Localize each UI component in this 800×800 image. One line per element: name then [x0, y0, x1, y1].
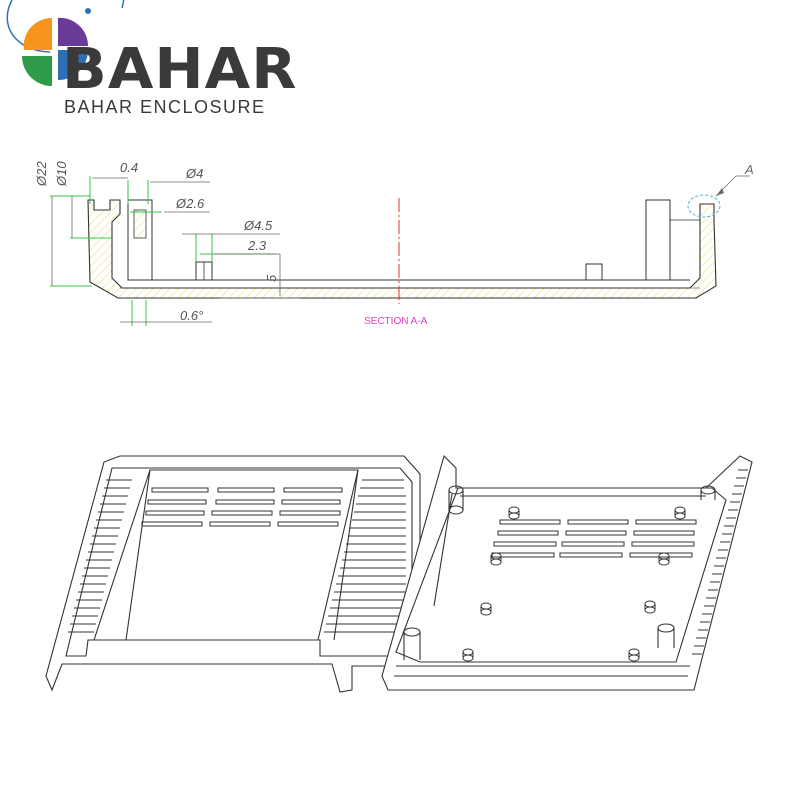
section-title: SECTION A-A	[364, 316, 428, 327]
screw-bosses	[462, 506, 686, 662]
detail-marker-label: A	[744, 162, 754, 177]
top-cover-right-louvers	[324, 479, 406, 633]
top-cover-view	[45, 455, 421, 693]
base-view	[381, 454, 753, 691]
top-cover-slots	[141, 487, 343, 527]
brand-name: BAHAR	[62, 37, 298, 102]
dim-d10: Ø10	[54, 161, 69, 187]
base-right-louvers	[692, 469, 748, 655]
dim-d26: Ø2.6	[175, 196, 205, 211]
dim-w23: 2.3	[247, 238, 267, 253]
top-cover-left-louvers	[68, 479, 132, 633]
section-view: SECTION A-A	[34, 160, 754, 327]
right-post	[645, 199, 671, 281]
dimension-lines	[51, 177, 300, 323]
left-post	[127, 199, 153, 281]
brand-logo: BAHAR BAHAR ENCLOSURE	[0, 0, 300, 130]
dim-angle: 0.6°	[180, 308, 203, 323]
section-profile	[87, 199, 717, 299]
right-boss-small	[585, 263, 603, 281]
brand-tagline: BAHAR ENCLOSURE	[64, 97, 266, 117]
dim-d45: Ø4.5	[243, 218, 273, 233]
dim-w04: 0.4	[120, 160, 138, 175]
base-slots	[491, 519, 697, 558]
logo-mark-icon	[6, 0, 125, 86]
dim-h5: 5	[264, 274, 279, 282]
base-posts	[403, 485, 716, 660]
extension-lines	[50, 176, 276, 326]
detail-marker: A	[687, 162, 754, 218]
dim-d22: Ø22	[34, 161, 49, 187]
dim-d4: Ø4	[185, 166, 203, 181]
